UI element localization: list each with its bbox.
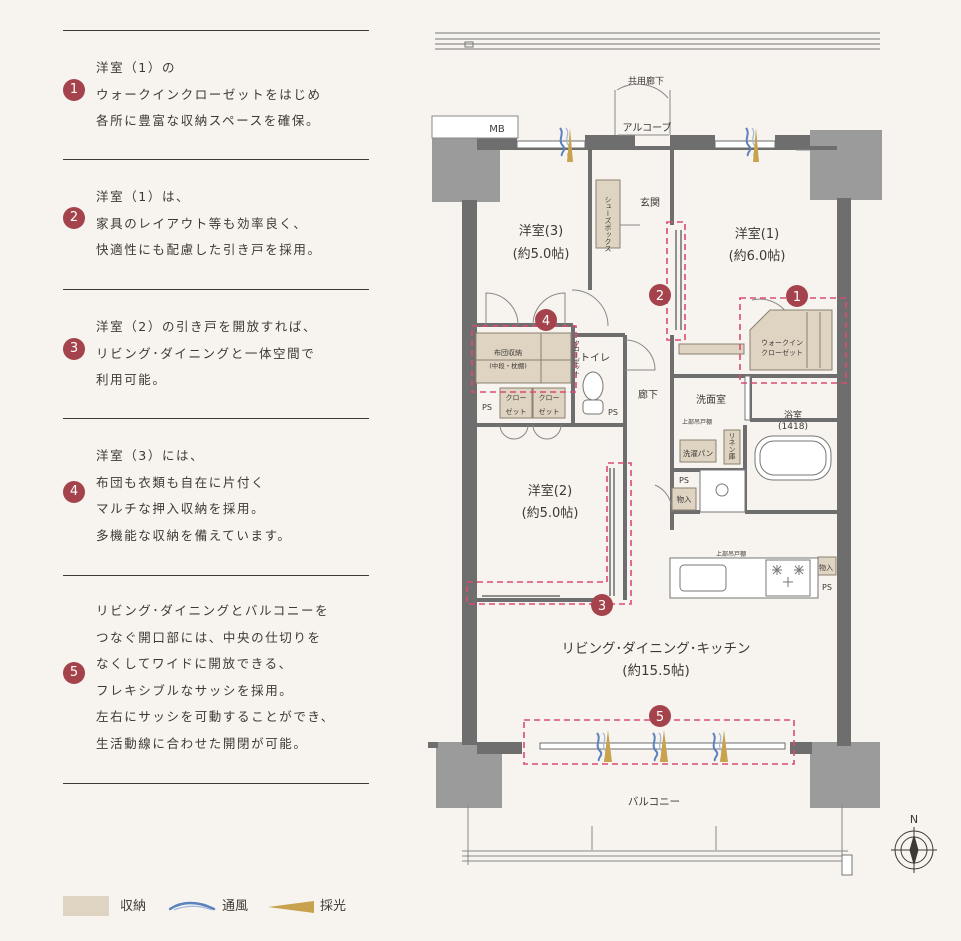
feature-item: 5 リビング･ダイニングとバルコニーを つなぐ開口部には、中央の仕切りを なくし… (63, 598, 369, 763)
compass-north-label: N (910, 813, 918, 826)
label-room3: 洋室(3) (519, 223, 563, 239)
label-upper-cabinet: 上部吊戸棚 (682, 418, 712, 426)
legend-daylight-label: 採光 (320, 899, 347, 914)
door-swings (485, 149, 810, 513)
legend-storage-label: 収納 (120, 899, 147, 914)
label-closet-a: クロー (539, 394, 560, 402)
divider (63, 30, 369, 31)
feature-text: リビング･ダイニングとバルコニーを つなぐ開口部には、中央の仕切りを なくしてワ… (96, 603, 335, 751)
feature-number-badge: 3 (63, 338, 85, 360)
feature-text: 洋室（1）の ウォークインクローゼットをはじめ 各所に豊富な収納スペースを確保。 (96, 60, 322, 128)
label-bath: 浴室 (784, 409, 802, 421)
feature-text: 洋室（3）には、 布団も衣類も自在に片付く マルチな押入収納を採用。 多機能な収… (96, 448, 292, 543)
label-bath-size: (1418) (778, 422, 808, 432)
label-washroom: 洗面室 (696, 393, 726, 406)
feature-number-badge: 4 (63, 481, 85, 503)
legend-storage-swatch (63, 896, 109, 916)
label-linen: リネン庫 (728, 432, 736, 461)
feature-item: 1 洋室（1）の ウォークインクローゼットをはじめ 各所に豊富な収納スペースを確… (63, 55, 369, 135)
label-storage-in: 物入 (819, 563, 833, 572)
feature-number-badge: 1 (63, 79, 85, 101)
feature-number-badge: 5 (63, 662, 85, 684)
callout-number: 2 (656, 289, 664, 304)
label-shoe-storage: シューズボックス (604, 196, 612, 252)
label-room1-size: (約6.0帖) (729, 249, 786, 264)
callout-number: 3 (598, 599, 606, 614)
label-ps: PS (822, 583, 832, 592)
label-ldk: リビング･ダイニング･キッチン (562, 641, 751, 657)
mb-box (431, 115, 519, 139)
wind-icon (168, 901, 216, 911)
label-room2-size: (約5.0帖) (522, 506, 579, 521)
label-ps: PS (679, 476, 689, 485)
label-storage-in: 物入 (677, 494, 692, 504)
divider (63, 418, 369, 419)
feature-number-badge: 2 (63, 207, 85, 229)
feature-item: 3 洋室（2）の引き戸を開放すれば、 リビング･ダイニングと一体空間で 利用可能… (63, 314, 369, 394)
daylight-marks (567, 128, 759, 762)
callout-number: 5 (656, 710, 664, 725)
feature-text: 洋室（1）は、 家具のレイアウト等も効率良く、 快適性にも配慮した引き戸を採用。 (96, 189, 322, 257)
divider (63, 289, 369, 290)
label-toilet: トイレ (580, 353, 610, 364)
label-closet-vertical: クローゼット (573, 340, 580, 376)
label-room2: 洋室(2) (528, 483, 572, 499)
label-closet-b: ゼット (506, 407, 527, 416)
label-closet-b: ゼット (539, 407, 560, 416)
label-walk-in-b: クローゼット (761, 348, 803, 357)
fixtures (582, 371, 832, 599)
feature-item: 4 洋室（3）には、 布団も衣類も自在に片付く マルチな押入収納を採用。 多機能… (63, 443, 369, 553)
callout-number: 4 (542, 314, 550, 329)
label-laundry-pan: 洗濯パン (683, 448, 713, 458)
label-futon-sub: (中段・枕棚) (489, 361, 527, 370)
callout-number: 1 (793, 290, 801, 305)
structure-columns (432, 130, 882, 808)
label-entrance: 玄関 (640, 196, 660, 209)
label-common-corridor: 共用廊下 (628, 75, 664, 87)
bathtub (754, 435, 832, 481)
compass-icon (891, 827, 937, 873)
label-room1: 洋室(1) (735, 226, 779, 242)
feature-item: 2 洋室（1）は、 家具のレイアウト等も効率良く、 快適性にも配慮した引き戸を採… (63, 184, 369, 264)
divider (63, 159, 369, 160)
label-corridor: 廊下 (638, 388, 658, 401)
callout-badges (535, 284, 808, 727)
corridor-hatch (435, 32, 880, 50)
label-upper-cabinet: 上部吊戸棚 (716, 550, 746, 558)
label-ldk-size: (約15.5帖) (622, 663, 690, 679)
label-futon-storage: 布団収納 (494, 348, 522, 357)
sink (679, 564, 727, 592)
divider (63, 783, 369, 784)
closet-doors (499, 424, 562, 440)
meter-mark (464, 41, 474, 48)
toilet-bowl (582, 371, 604, 401)
label-balcony: バルコニー (628, 796, 680, 808)
label-mb: MB (489, 124, 505, 135)
label-alcove: アルコーブ (622, 121, 671, 134)
divider (63, 575, 369, 576)
drain-mark (841, 854, 853, 876)
sliding-doors (482, 230, 682, 601)
stove-burners (772, 565, 804, 587)
balcony-rails (462, 805, 848, 865)
feature-text: 洋室（2）の引き戸を開放すれば、 リビング･ダイニングと一体空間で 利用可能。 (96, 319, 318, 387)
label-closet-a: クロー (506, 394, 527, 402)
daylight-icon (268, 901, 314, 913)
label-walk-in-a: ウォークイン (761, 339, 803, 347)
label-room3-size: (約5.0帖) (513, 247, 570, 262)
storage-areas (475, 179, 837, 599)
legend-ventilation-label: 通風 (222, 899, 249, 914)
label-ps: PS (608, 408, 618, 417)
label-ps: PS (482, 403, 492, 412)
